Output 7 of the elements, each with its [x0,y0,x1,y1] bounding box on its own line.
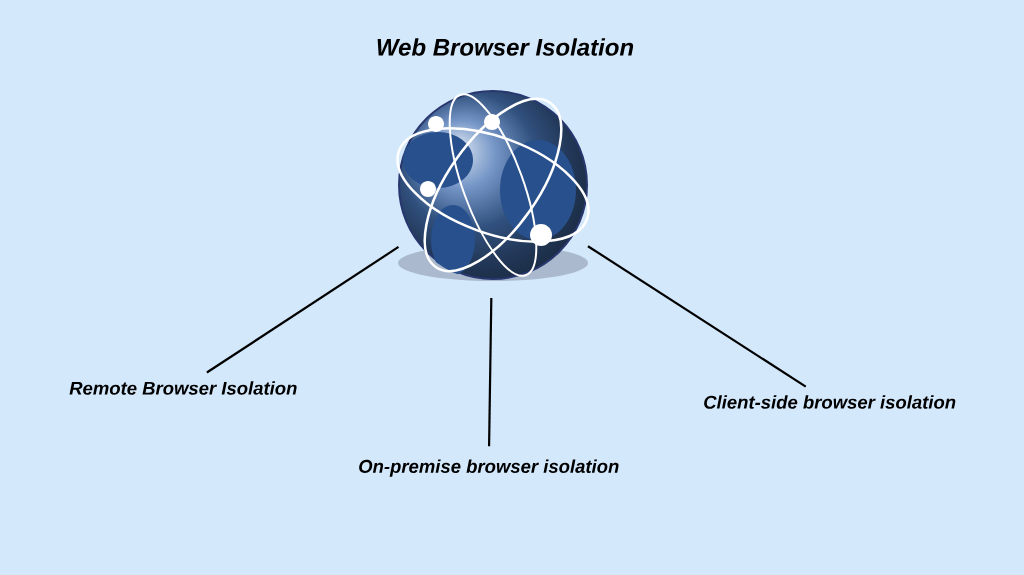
title: Web Browser Isolation [377,38,634,56]
node-label: Remote Browser Isolation [69,381,297,395]
connector-line [587,245,807,388]
node-label: Client-side browser isolation [704,395,956,409]
connector-line [488,297,493,447]
connector-line [206,246,400,374]
node-label: On-premise browser isolation [359,459,619,477]
